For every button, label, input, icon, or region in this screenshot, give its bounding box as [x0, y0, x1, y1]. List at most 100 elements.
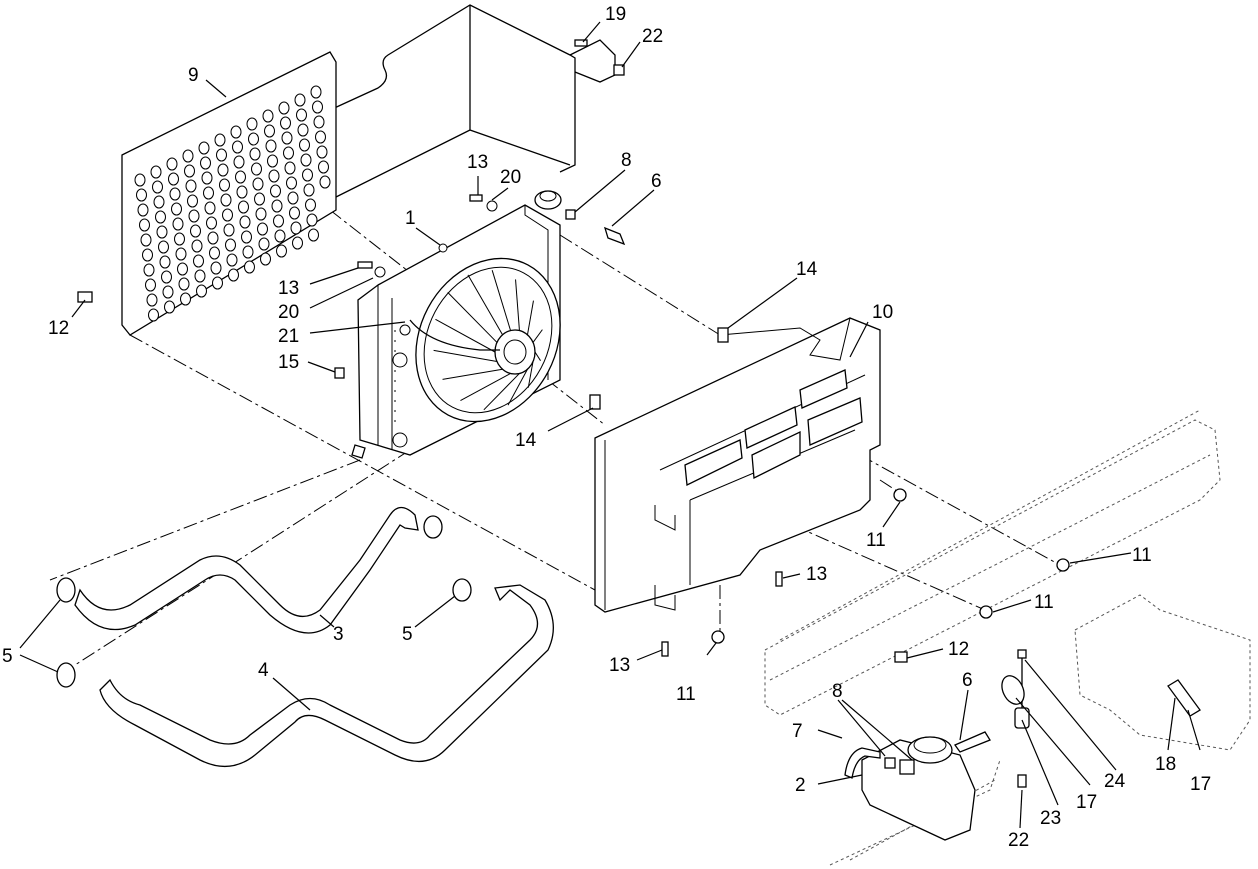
screen-hole	[306, 213, 318, 227]
screen-hole	[220, 193, 232, 207]
callout-20: 20	[278, 302, 299, 323]
screen-hole	[162, 285, 174, 299]
screen-hole	[194, 269, 206, 283]
screen-hole	[223, 223, 235, 237]
screen-hole	[287, 191, 299, 205]
screen-hole	[241, 230, 252, 244]
callout-3: 3	[333, 624, 344, 645]
fan-blade	[515, 279, 520, 331]
screen-hole	[198, 141, 210, 155]
screen-hole	[155, 210, 166, 224]
screen-hole	[164, 300, 175, 314]
callout-17: 17	[1190, 774, 1211, 795]
screen-hole	[225, 238, 236, 252]
fan-blade	[460, 373, 511, 402]
fan-blade	[467, 274, 503, 336]
screen-hole	[260, 252, 271, 266]
screen-hole	[283, 146, 294, 160]
screen-hole	[209, 246, 220, 260]
screen-hole	[204, 201, 216, 215]
screen-hole	[139, 218, 150, 232]
screen-hole	[158, 240, 169, 254]
screen-hole	[289, 206, 300, 220]
screen-hole	[257, 222, 268, 236]
screen-hole	[136, 188, 147, 202]
screen-hole	[166, 157, 178, 171]
screen-hole	[230, 125, 242, 139]
screen-hole	[290, 221, 302, 235]
screen-hole	[274, 229, 286, 243]
callout-4: 4	[258, 660, 269, 681]
callout-6: 6	[962, 670, 973, 691]
screen-hole	[318, 160, 329, 174]
screen-hole	[193, 254, 204, 268]
callout-23: 23	[1040, 808, 1061, 829]
screen-hole	[232, 140, 243, 154]
screen-hole	[188, 209, 200, 223]
screen-hole	[299, 138, 310, 152]
screen-hole	[182, 149, 194, 163]
screen-hole	[214, 133, 226, 147]
screen-hole	[153, 195, 165, 209]
screen-hole	[271, 199, 283, 213]
screen-hole	[172, 217, 184, 231]
screen-hole	[187, 194, 198, 208]
screen-hole	[178, 277, 190, 291]
screen-hole	[161, 270, 172, 284]
callout-7: 7	[792, 721, 803, 742]
screen-hole	[145, 278, 156, 292]
screen-hole	[206, 216, 217, 230]
fan-blade	[527, 361, 534, 388]
callout-20: 20	[500, 167, 521, 188]
screen-hole	[191, 239, 203, 253]
callout-8: 8	[621, 150, 632, 171]
callout-13: 13	[806, 564, 827, 585]
callout-13: 13	[467, 152, 488, 173]
screen-hole	[308, 228, 319, 242]
callout-18: 18	[1155, 754, 1176, 775]
screen-hole	[150, 165, 162, 179]
screen-hole	[255, 207, 267, 221]
screen-hole	[207, 231, 219, 245]
screen-hole	[313, 115, 325, 129]
screen-hole	[276, 244, 287, 258]
tank-bracket-hardware	[1001, 649, 1201, 788]
callout-21: 21	[278, 326, 299, 347]
fan-blade	[491, 270, 512, 331]
fan-blade	[433, 349, 498, 363]
screen-hole	[281, 131, 293, 145]
screen-hole	[319, 175, 331, 189]
screen-hole	[273, 214, 284, 228]
screen-hole	[292, 236, 303, 250]
callout-13: 13	[609, 655, 630, 676]
screen-hole	[216, 148, 227, 162]
screen-hole	[262, 109, 274, 123]
hardware	[77, 39, 1070, 663]
screen-hole	[248, 132, 259, 146]
screen-hole	[251, 162, 262, 176]
screen-hole	[190, 224, 201, 238]
screen-hole	[146, 293, 158, 307]
callout-labels: 9 19 22 13 20 8 6 1 13 20 21 15 12 14 10…	[2, 4, 1211, 851]
screen-hole	[252, 177, 264, 191]
callout-14: 14	[796, 259, 818, 280]
screen-hole	[239, 215, 251, 229]
callout-24: 24	[1104, 771, 1126, 792]
screen-hole	[300, 153, 312, 167]
callout-5: 5	[402, 624, 413, 645]
callout-14: 14	[515, 430, 537, 451]
callout-1: 1	[405, 208, 416, 229]
screen-hole	[203, 186, 214, 200]
fan-blade	[442, 368, 503, 380]
screen-hole	[226, 253, 238, 267]
screen-hole	[242, 245, 254, 259]
callout-12: 12	[48, 318, 69, 339]
screen-hole	[254, 192, 265, 206]
screen-hole	[156, 225, 168, 239]
overflow-tank	[844, 731, 991, 841]
screen-hole	[219, 178, 230, 192]
screen-hole	[268, 169, 280, 183]
screen-hole	[264, 124, 275, 138]
screen-hole	[180, 292, 191, 306]
